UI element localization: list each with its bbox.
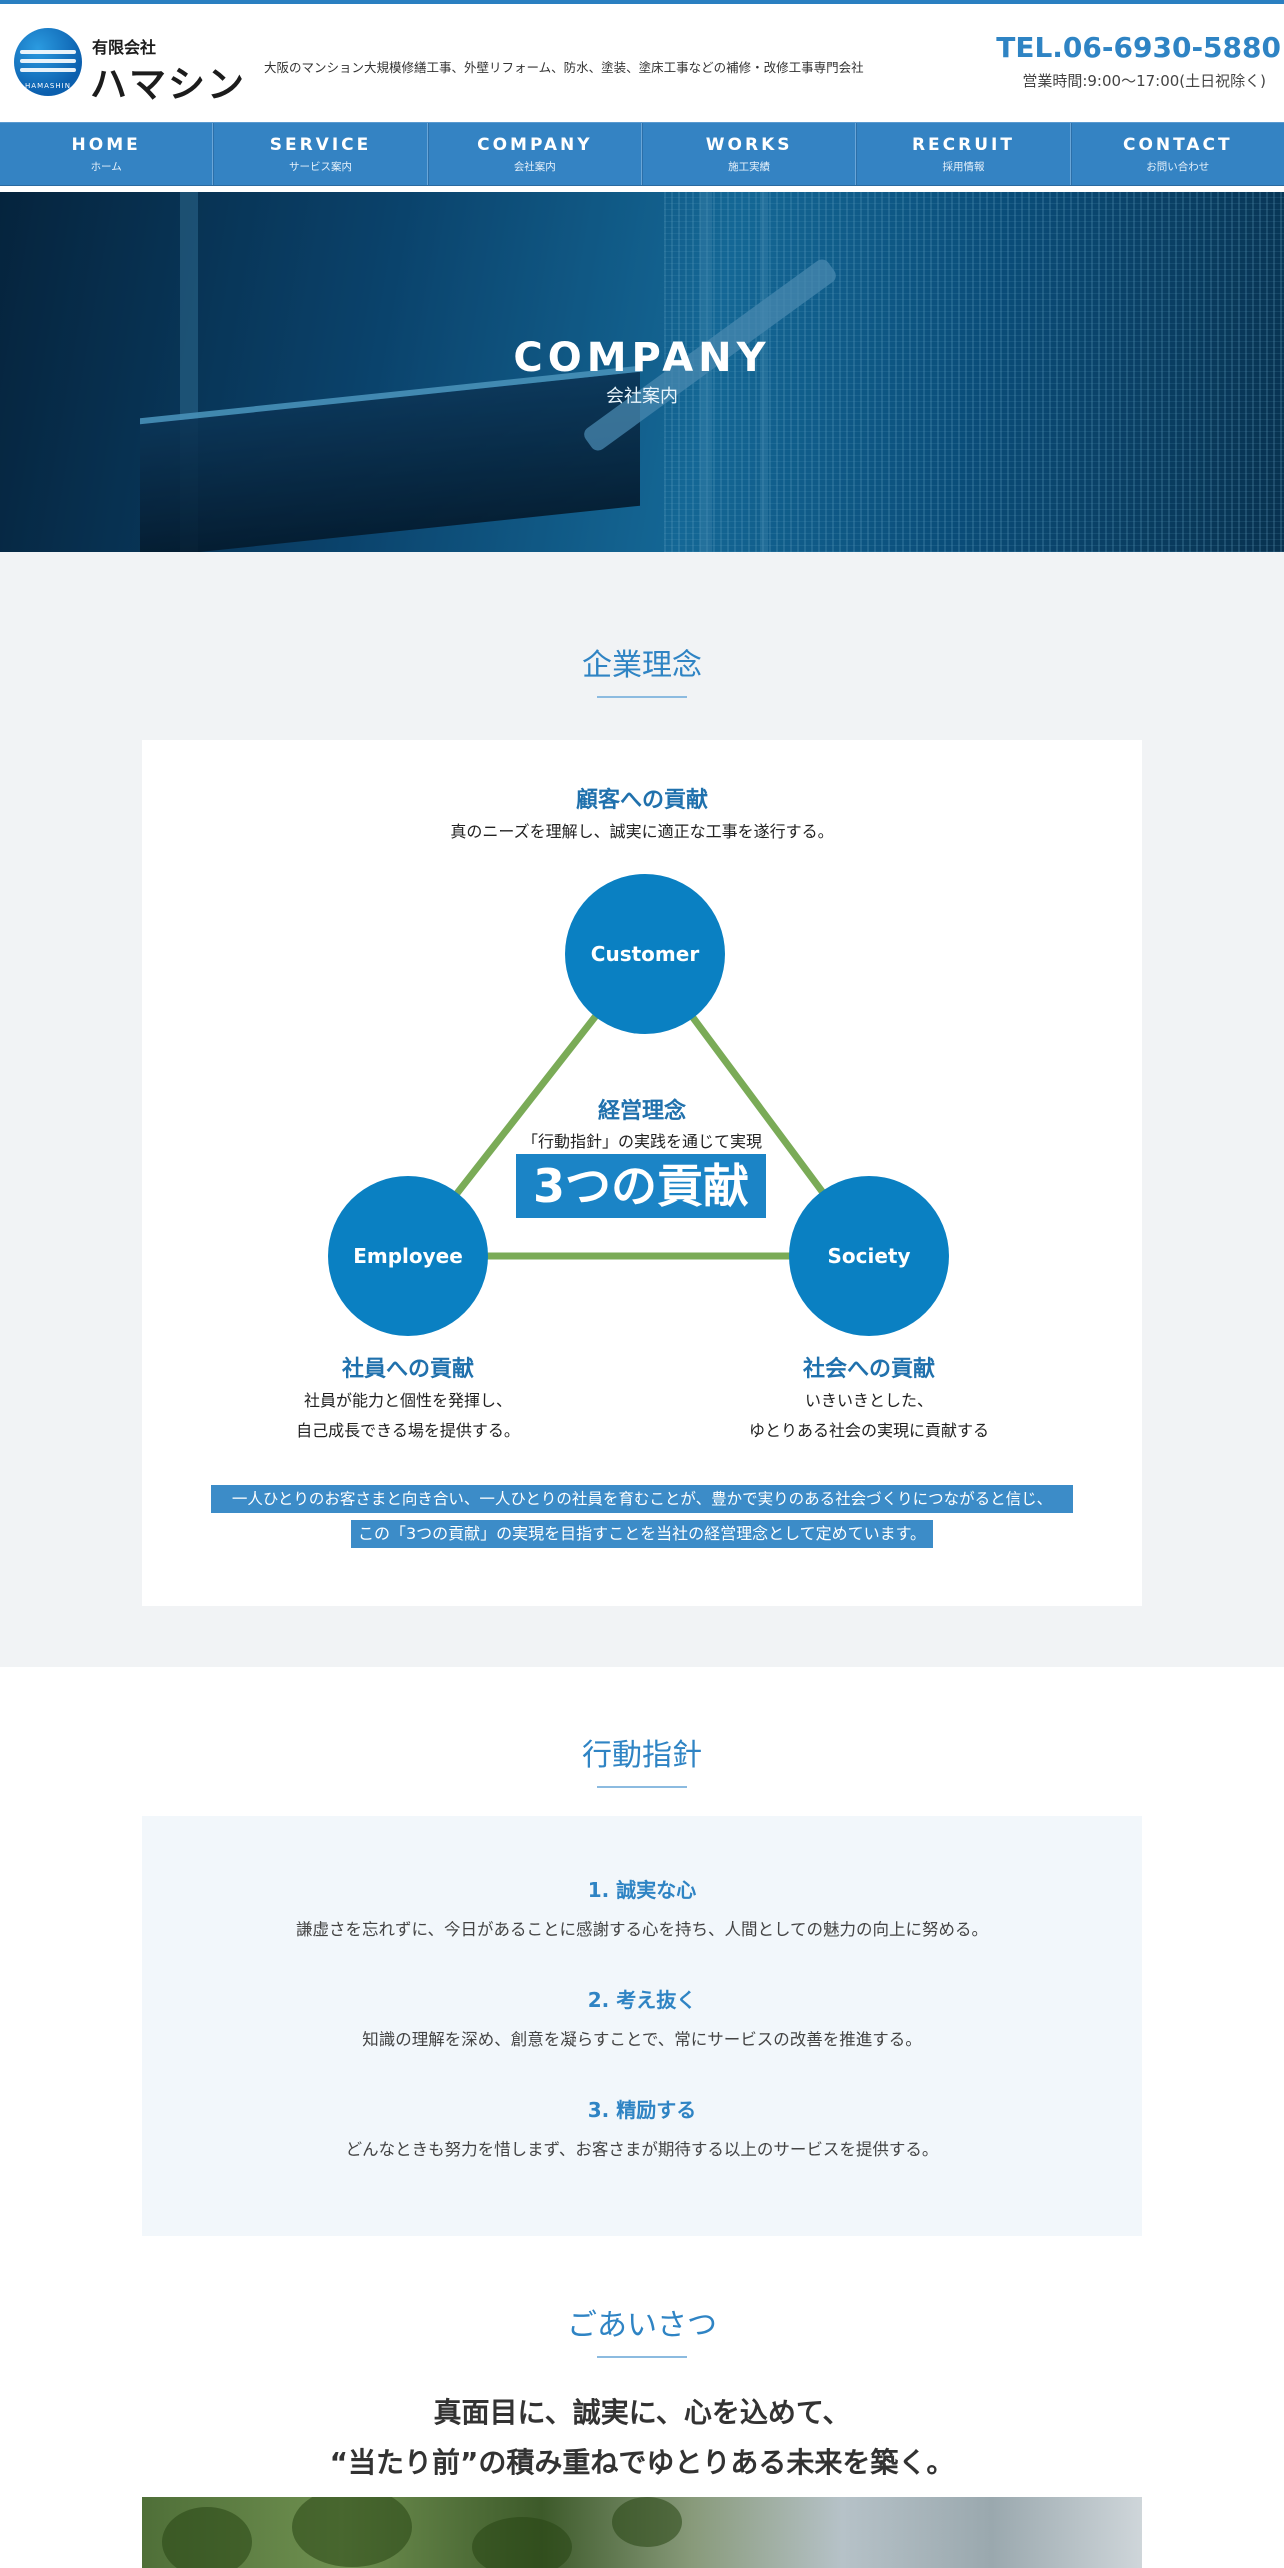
guideline-text-3: どんなときも努力を惜しまず、お客さまが期待する以上のサービスを提供する。 xyxy=(345,2140,939,2159)
guideline-title-3: 3. 精励する xyxy=(587,2098,697,2122)
nav-item-works[interactable]: WORKS 施工実績 xyxy=(641,123,857,185)
greeting-message-line-1: 真面目に、誠実に、心を込めて、 xyxy=(433,2396,851,2429)
nav-label-ja: お問い合わせ xyxy=(1146,160,1210,173)
employee-contribution-text-1: 社員が能力と個性を発揮し、 xyxy=(303,1391,512,1410)
guideline-title-2: 2. 考え抜く xyxy=(587,1988,697,2012)
nav-label-en: HOME xyxy=(71,134,141,155)
guideline-title-1: 1. 誠実な心 xyxy=(587,1878,697,1902)
hero-banner: COMPANY 会社案内 xyxy=(0,192,1284,552)
site-header: HAMASHIN 有限会社 ハマシン 大阪のマンション大規模修繕工事、外壁リフォ… xyxy=(0,4,1284,122)
nav-item-service[interactable]: SERVICE サービス案内 xyxy=(213,123,428,185)
hero-overlay xyxy=(0,192,1284,552)
philosophy-summary-line-1: 一人ひとりのお客さまと向き合い、一人ひとりの社員を育むことが、豊かで実りのある社… xyxy=(211,1485,1073,1513)
philosophy-summary-line-2: この「3つの貢献」の実現を目指すことを当社の経営理念として定めています。 xyxy=(351,1520,933,1548)
society-contribution-text-2: ゆとりある社会の実現に貢献する xyxy=(748,1421,989,1440)
guidelines-heading-underline xyxy=(597,1786,687,1788)
global-navigation: HOME ホーム SERVICE サービス案内 COMPANY 会社案内 WOR… xyxy=(0,122,1284,186)
hero-pole xyxy=(760,192,768,552)
guideline-text-2: 知識の理解を深め、創意を凝らすことで、常にサービスの改善を推進する。 xyxy=(362,2030,922,2049)
philosophy-heading: 企業理念 xyxy=(582,648,702,683)
logo-company-name[interactable]: ハマシン xyxy=(90,63,246,106)
employee-contribution-text-2: 自己成長できる場を提供する。 xyxy=(296,1421,520,1440)
logo-company-type: 有限会社 xyxy=(92,38,157,57)
nav-label-en: CONTACT xyxy=(1122,134,1233,155)
guidelines-box xyxy=(142,1816,1142,2236)
nav-label-en: WORKS xyxy=(705,134,793,155)
nav-label-en: SERVICE xyxy=(269,134,372,155)
nav-item-company[interactable]: COMPANY 会社案内 xyxy=(427,123,642,185)
nav-label-ja: サービス案内 xyxy=(288,160,352,173)
triangle-connector xyxy=(400,947,877,1260)
greeting-photo xyxy=(142,2497,1142,2568)
top-accent-line xyxy=(0,0,1284,4)
guideline-text-1: 謙虚さを忘れずに、今日があることに感謝する心を持ち、人間としての魅力の向上に努め… xyxy=(295,1920,988,1939)
greeting-heading: ごあいさつ xyxy=(567,2308,717,2343)
page-subtitle: 会社案内 xyxy=(606,386,678,407)
nav-label-ja: 会社案内 xyxy=(513,160,556,173)
employee-contribution-title: 社員への貢献 xyxy=(341,1357,474,1382)
greeting-heading-underline xyxy=(597,2356,687,2358)
page-title: COMPANY xyxy=(513,335,771,381)
nav-label-ja: 施工実績 xyxy=(728,160,771,173)
header-tagline: 大阪のマンション大規模修繕工事、外壁リフォーム、防水、塗装、塗床工事などの補修・… xyxy=(264,60,864,75)
guidelines-heading: 行動指針 xyxy=(582,1738,702,1773)
customer-contribution-title: 顧客への貢献 xyxy=(575,788,708,813)
company-logo-icon[interactable]: HAMASHIN xyxy=(14,28,82,96)
nav-item-recruit[interactable]: RECRUIT 採用情報 xyxy=(856,123,1071,185)
philosophy-heading-underline xyxy=(597,696,687,698)
logo-mark-text: HAMASHIN xyxy=(25,82,71,90)
management-philosophy-subtitle: 「行動指針」の実践を通じて実現 xyxy=(521,1132,762,1151)
customer-circle: Customer xyxy=(565,874,725,1034)
phone-number-link[interactable]: TEL.06-6930-5880 xyxy=(996,31,1281,64)
nav-label-en: RECRUIT xyxy=(911,134,1015,155)
society-contribution-title: 社会への貢献 xyxy=(802,1357,935,1382)
greeting-message-line-2: “当たり前”の積み重ねでゆとりある未来を築く。 xyxy=(329,2446,955,2479)
society-circle: Society xyxy=(789,1176,949,1336)
nav-label-ja: 採用情報 xyxy=(942,160,985,173)
society-contribution-text-1: いきいきとした、 xyxy=(804,1391,933,1410)
business-hours: 営業時間:9:00〜17:00(土日祝除く) xyxy=(1022,72,1266,90)
management-philosophy-title: 経営理念 xyxy=(597,1099,686,1124)
three-contributions-badge: 3つの貢献 xyxy=(516,1154,766,1218)
employee-circle: Employee xyxy=(328,1176,488,1336)
nav-item-home[interactable]: HOME ホーム xyxy=(0,123,214,185)
nav-item-contact[interactable]: CONTACT お問い合わせ xyxy=(1070,123,1284,185)
nav-label-ja: ホーム xyxy=(90,160,122,173)
customer-contribution-text: 真のニーズを理解し、誠実に適正な工事を遂行する。 xyxy=(450,822,834,841)
nav-label-en: COMPANY xyxy=(477,134,593,155)
hero-mesh-texture xyxy=(664,192,1284,552)
